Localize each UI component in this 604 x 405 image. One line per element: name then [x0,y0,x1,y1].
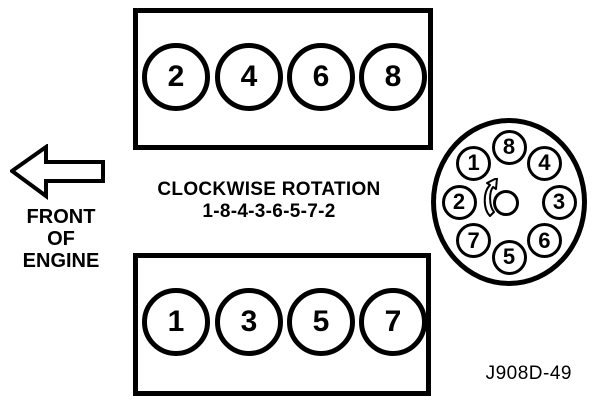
distributor-terminal-8: 8 [491,129,527,165]
cylinder-3: 3 [215,288,283,356]
figure-code-label: J908D-49 [485,363,572,384]
distributor-terminal-2: 2 [441,184,477,220]
cylinder-6: 6 [287,43,355,111]
front-of-engine-line: ENGINE [22,250,100,272]
cylinder-2: 2 [142,43,210,111]
rotation-direction-label: CLOCKWISE ROTATION [157,179,381,200]
distributor-terminal-5: 5 [491,239,527,275]
distributor-terminal-3: 3 [541,184,577,220]
front-of-engine-line: FRONT [26,206,96,228]
front-of-engine-label: FRONT OF ENGINE [11,206,111,272]
distributor-terminal-1: 1 [456,145,492,181]
cylinder-8: 8 [359,43,427,111]
cylinder-4: 4 [215,43,283,111]
rotation-caption: CLOCKWISE ROTATION 1-8-4-3-6-5-7-2 [129,179,409,223]
front-of-engine-line: OF [47,228,75,250]
rotor-center [493,190,519,216]
firing-order-sequence: 1-8-4-3-6-5-7-2 [202,201,336,222]
distributor-terminal-7: 7 [456,223,492,259]
clockwise-rotation-arrow-icon [483,178,498,217]
distributor-terminal-4: 4 [526,145,562,181]
distributor-terminal-6: 6 [526,223,562,259]
cylinder-7: 7 [359,288,427,356]
front-of-engine-arrow-icon [10,144,105,200]
cylinder-1: 1 [142,288,210,356]
cylinder-5: 5 [287,288,355,356]
